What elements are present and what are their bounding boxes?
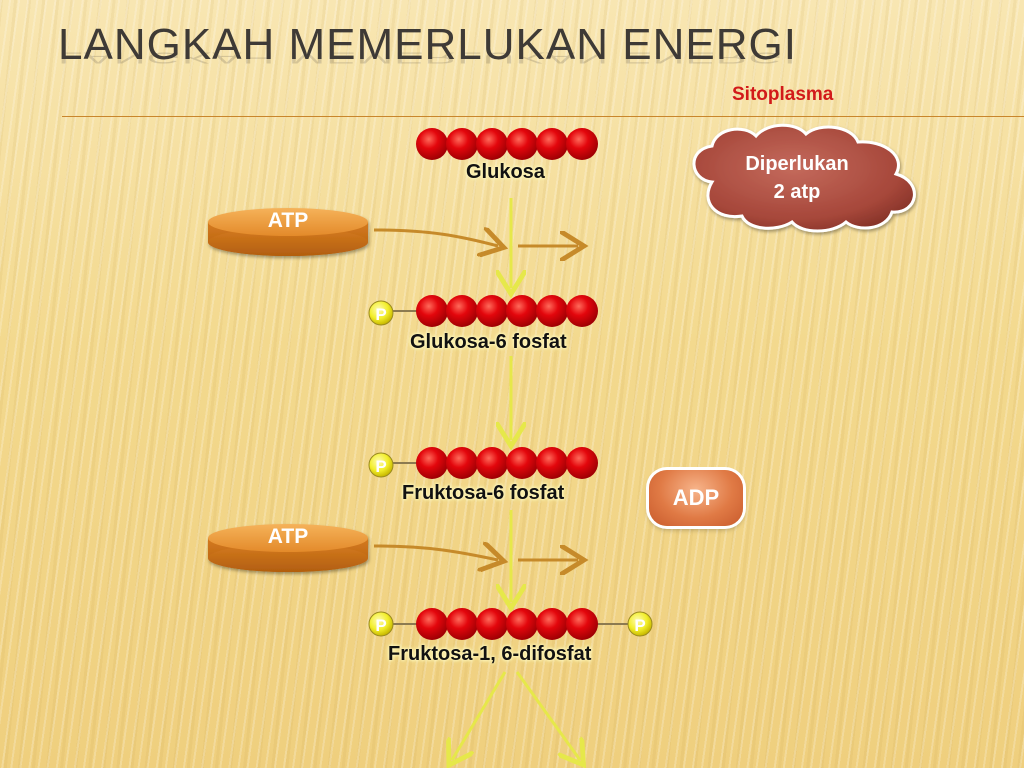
glucose-chain bbox=[416, 128, 598, 160]
atp-arrow-2 bbox=[373, 546, 498, 560]
label-g6p: Glukosa-6 fosfat bbox=[410, 331, 567, 353]
atp-label-1: ATP bbox=[267, 209, 309, 232]
arrow-split-right bbox=[515, 671, 580, 760]
label-f16bp: Fruktosa-1, 6-difosfat bbox=[388, 643, 592, 665]
label-f6p: Fruktosa-6 fosfat bbox=[402, 482, 565, 504]
phosphate-g6p bbox=[368, 300, 394, 326]
phosphate-label-f16bp-left: P bbox=[375, 616, 386, 635]
phosphate-label-f16bp-right: P bbox=[634, 616, 645, 635]
adp-badge: ADP bbox=[649, 470, 743, 526]
atp-disc-2 bbox=[208, 524, 368, 572]
atp-arrow-1 bbox=[373, 230, 498, 246]
label-glucose: Glukosa bbox=[466, 161, 545, 183]
cloud-line-1: Diperlukan bbox=[745, 153, 849, 175]
phosphate-label-g6p: P bbox=[375, 305, 386, 324]
g6p-chain bbox=[368, 295, 598, 327]
page-title: LANGKAH MEMERLUKAN ENERGI bbox=[58, 20, 797, 69]
location-label: Sitoplasma bbox=[732, 84, 834, 105]
phosphate-f6p bbox=[368, 452, 394, 478]
atp-label-2: ATP bbox=[267, 525, 309, 548]
cloud-line-2: 2 atp bbox=[773, 181, 821, 203]
phosphate-label-f6p: P bbox=[375, 457, 386, 476]
phosphate-f16bp-right bbox=[627, 611, 653, 637]
cloud-text: Diperlukan 2 atp bbox=[712, 150, 882, 206]
title-rule bbox=[62, 116, 1024, 117]
f16bp-chain bbox=[368, 608, 653, 640]
atp-disc-1 bbox=[208, 208, 368, 256]
energy-cloud bbox=[692, 123, 916, 233]
f6p-chain bbox=[368, 447, 598, 479]
arrow-split-left bbox=[452, 671, 507, 760]
phosphate-f16bp-left bbox=[368, 611, 394, 637]
